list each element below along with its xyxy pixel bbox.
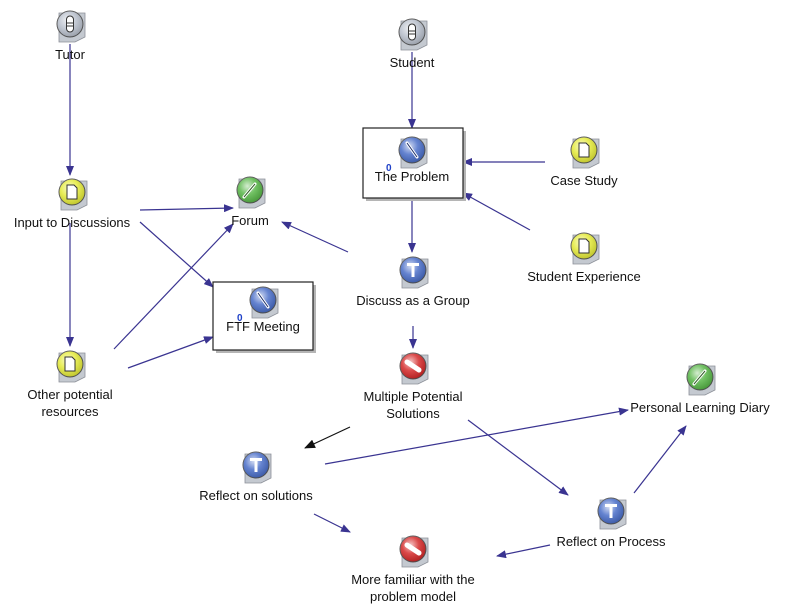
node-label: Other potential	[27, 387, 112, 402]
node-tutor[interactable]: Tutor	[55, 10, 86, 62]
pen-icon	[686, 363, 716, 396]
connector-arrow	[633, 425, 687, 494]
node-label: Student Experience	[527, 269, 640, 284]
goal-icon	[399, 352, 429, 385]
node-label: Reflect on Process	[556, 534, 666, 549]
node-label: Forum	[231, 213, 269, 228]
node-count: 0	[237, 313, 243, 324]
node-label: Student	[390, 55, 435, 70]
tool-icon	[249, 286, 279, 319]
node-label: FTF Meeting	[226, 319, 300, 334]
node-label: resources	[41, 404, 99, 419]
task-icon	[399, 256, 429, 289]
node-label: Multiple Potential	[364, 389, 463, 404]
node-discuss[interactable]: Discuss as a Group	[356, 256, 470, 308]
user-icon	[398, 18, 428, 51]
task-icon	[597, 497, 627, 530]
node-label: Tutor	[55, 47, 86, 62]
connector-arrow	[139, 221, 214, 288]
user-icon	[56, 10, 86, 43]
node-case[interactable]: Case Study	[550, 136, 618, 188]
node-input[interactable]: Input to Discussions	[14, 178, 131, 230]
node-forum[interactable]: Forum	[231, 176, 269, 228]
doc-icon	[570, 136, 600, 169]
node-reflect-proc[interactable]: Reflect on Process	[556, 497, 666, 549]
connector-arrows	[66, 44, 687, 559]
node-other[interactable]: Other potential resources	[27, 350, 113, 419]
connector-arrow	[324, 407, 629, 465]
node-label: problem model	[370, 589, 456, 604]
connector-arrow	[127, 336, 214, 369]
node-label: More familiar with the	[351, 572, 475, 587]
node-label: The Problem	[375, 169, 449, 184]
node-experience[interactable]: Student Experience	[527, 232, 641, 284]
pen-icon	[236, 176, 266, 209]
connector-arrow	[113, 223, 234, 350]
connector-arrow	[496, 544, 551, 559]
connector-arrow	[281, 221, 349, 253]
node-label: Case Study	[550, 173, 618, 188]
doc-icon	[570, 232, 600, 265]
tool-icon	[398, 136, 428, 169]
task-icon	[242, 451, 272, 484]
connector-arrow	[304, 426, 351, 449]
doc-icon	[56, 350, 86, 383]
connector-arrow	[139, 204, 234, 213]
node-count: 0	[386, 163, 392, 174]
connector-arrow	[313, 513, 351, 533]
connector-arrow	[462, 192, 531, 231]
node-label: Reflect on solutions	[199, 488, 313, 503]
node-student[interactable]: Student	[390, 18, 435, 70]
goal-icon	[399, 535, 429, 568]
node-reflect-sol[interactable]: Reflect on solutions	[199, 451, 313, 503]
node-familiar[interactable]: More familiar with the problem model	[351, 535, 475, 604]
node-label: Solutions	[386, 406, 440, 421]
node-label: Discuss as a Group	[356, 293, 469, 308]
node-label: Personal Learning Diary	[630, 400, 770, 415]
doc-icon	[58, 178, 88, 211]
node-diary[interactable]: Personal Learning Diary	[630, 363, 770, 415]
node-label: Input to Discussions	[14, 215, 131, 230]
connector-arrow	[467, 419, 569, 496]
